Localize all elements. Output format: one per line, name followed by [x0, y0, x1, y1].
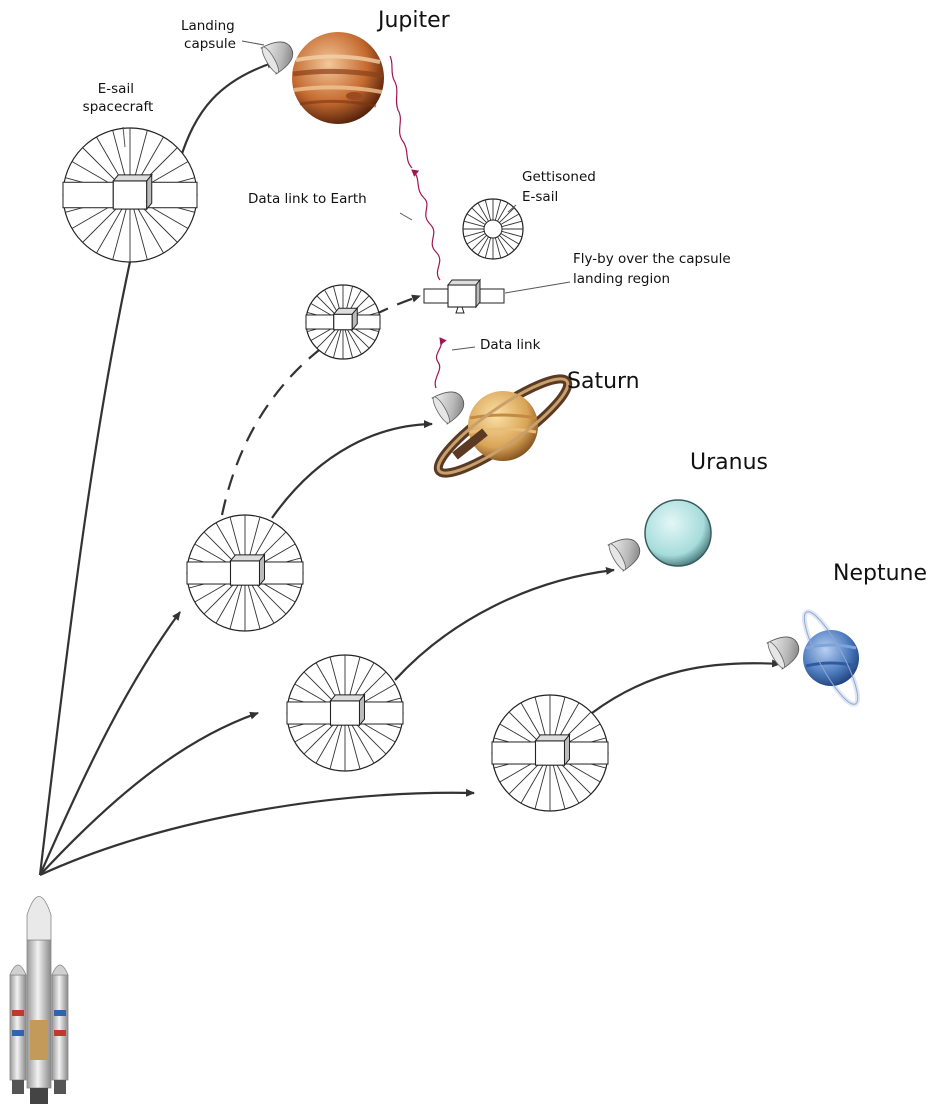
saturn-planet: [433, 374, 573, 478]
gettisoned-esail-label-line1: Gettisoned: [522, 169, 596, 185]
launch-rocket: [9, 896, 69, 1104]
launch-to-neptune-spacecraft-arrow: [39, 788, 475, 877]
gettisoned-esail-leader: [507, 204, 517, 213]
data-link-leader: [451, 346, 476, 351]
landing-capsule-jupiter: [260, 41, 294, 75]
leader-lines: [122, 40, 571, 351]
trajectory-arrows: [38, 60, 781, 877]
landing-capsule-uranus: [607, 538, 641, 572]
neptune-transfer-arrow: [591, 659, 781, 714]
spacecraft-layer: [62, 127, 609, 812]
capsule-layer: [260, 41, 800, 670]
gettisoned-esail-label: Gettisoned E-sail: [522, 169, 600, 205]
launch-to-jupiter-spacecraft-arrow: [38, 247, 136, 876]
neptune-planet: [801, 609, 861, 707]
data-link-wave: [434, 337, 447, 389]
esail-spacecraft-uranus: [286, 654, 404, 772]
data-link-to-earth-wave: [411, 169, 441, 281]
esail-spacecraft-label-line1: E-sail: [98, 81, 134, 97]
flyby-dashed-arrow: [220, 294, 421, 516]
esail-spacecraft-label-line2: spacecraft: [83, 99, 154, 115]
saturn-label: Saturn: [567, 369, 640, 394]
landing-capsule-label-line1: Landing: [181, 18, 235, 34]
flyby-label-line2: landing region: [573, 271, 670, 287]
landing-capsule-leader: [241, 40, 265, 46]
gettisoned-esail: [462, 198, 524, 260]
jupiter-transfer-arrow: [178, 60, 276, 161]
data-link-to-earth-label: Data link to Earth: [248, 191, 367, 207]
landing-capsule-label-line2: capsule: [184, 36, 236, 52]
jupiter-planet: [292, 32, 384, 124]
esail-spacecraft-saturn: [186, 514, 304, 632]
uranus-label: Uranus: [690, 450, 768, 475]
flyby-label: Fly-by over the capsule landing region: [573, 251, 735, 287]
data-link-to-earth-leader: [399, 212, 413, 221]
landing-capsule-label: Landing capsule: [181, 18, 239, 52]
flyby-spacecraft: [423, 278, 505, 314]
esail-spacecraft-leader: [122, 126, 126, 148]
data-links: [389, 55, 447, 389]
neptune-label: Neptune: [833, 561, 927, 586]
data-link-to-earth-trail: [389, 55, 413, 169]
esail-spacecraft-label: E-sail spacecraft: [83, 81, 154, 115]
launch-to-uranus-spacecraft-arrow: [39, 711, 259, 876]
landing-capsule-neptune: [766, 636, 800, 670]
esail-spacecraft-jupiter: [62, 127, 198, 263]
flyby-leader: [504, 281, 571, 294]
saturn-transfer-arrow: [271, 420, 433, 519]
launch-to-saturn-spacecraft-arrow: [38, 611, 181, 876]
data-link-label: Data link: [480, 337, 541, 353]
esail-spacecraft-neptune: [491, 694, 609, 812]
esail-spacecraft-saturn-upper: [305, 284, 381, 360]
uranus-planet: [644, 499, 712, 567]
gettisoned-esail-label-line2: E-sail: [522, 189, 558, 205]
jupiter-label: Jupiter: [376, 8, 451, 33]
flyby-label-line1: Fly-by over the capsule: [573, 251, 731, 267]
uranus-transfer-arrow: [394, 566, 615, 681]
landing-capsule-saturn: [431, 391, 465, 425]
